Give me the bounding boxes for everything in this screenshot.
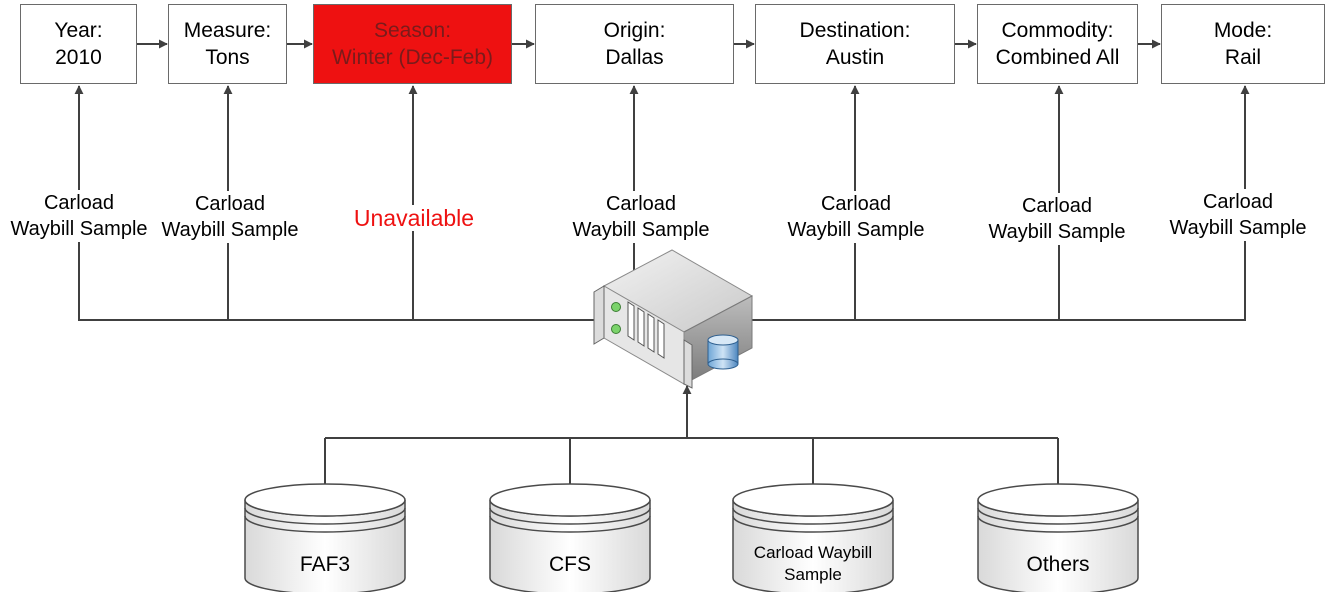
database-cylinders [244,483,1139,592]
step-value: 2010 [55,46,102,69]
source-label-year: Carload Waybill Sample [10,190,148,242]
database-label-others: Others [1026,553,1090,576]
database-icon [732,483,894,592]
step-destination-box: Destination: Austin [755,4,955,84]
database-icon [489,483,651,592]
database-icon [977,483,1139,592]
step-measure-box: Measure: Tons [168,4,287,84]
step-mode-box: Mode: Rail [1161,4,1325,84]
source-label-commodity: Carload Waybill Sample [988,193,1126,245]
step-label: Year: [54,19,103,42]
step-value: Tons [205,46,250,69]
source-label-mode: Carload Waybill Sample [1169,189,1307,241]
database-bus [324,385,1059,495]
step-label: Destination: [799,19,911,42]
step-origin-box: Origin: Dallas [535,4,734,84]
source-label-destination: Carload Waybill Sample [787,191,925,243]
storage-cylinder-icon [707,334,739,370]
step-label: Commodity: [1001,19,1114,42]
step-commodity-box: Commodity: Combined All [977,4,1138,84]
database-label-faf3: FAF3 [299,553,351,576]
step-value: Austin [825,46,885,69]
step-label: Season: [373,19,452,42]
step-value: Combined All [995,46,1120,69]
step-value: Rail [1224,46,1262,69]
step-label: Origin: [603,19,666,42]
server-icon [593,249,754,389]
step-label: Mode: [1213,19,1273,42]
step-value: Winter (Dec-Feb) [331,46,494,69]
step-label: Measure: [183,19,272,42]
database-icon [244,483,406,592]
source-label-origin: Carload Waybill Sample [572,191,710,243]
source-label-season: Unavailable [353,205,475,231]
source-label-measure: Carload Waybill Sample [161,191,299,243]
step-season-box: Season: Winter (Dec-Feb) [313,4,512,84]
database-label-carload-waybill: Carload Waybill Sample [753,543,873,584]
database-label-cfs: CFS [549,553,591,576]
step-value: Dallas [605,46,664,69]
step-year-box: Year: 2010 [20,4,137,84]
